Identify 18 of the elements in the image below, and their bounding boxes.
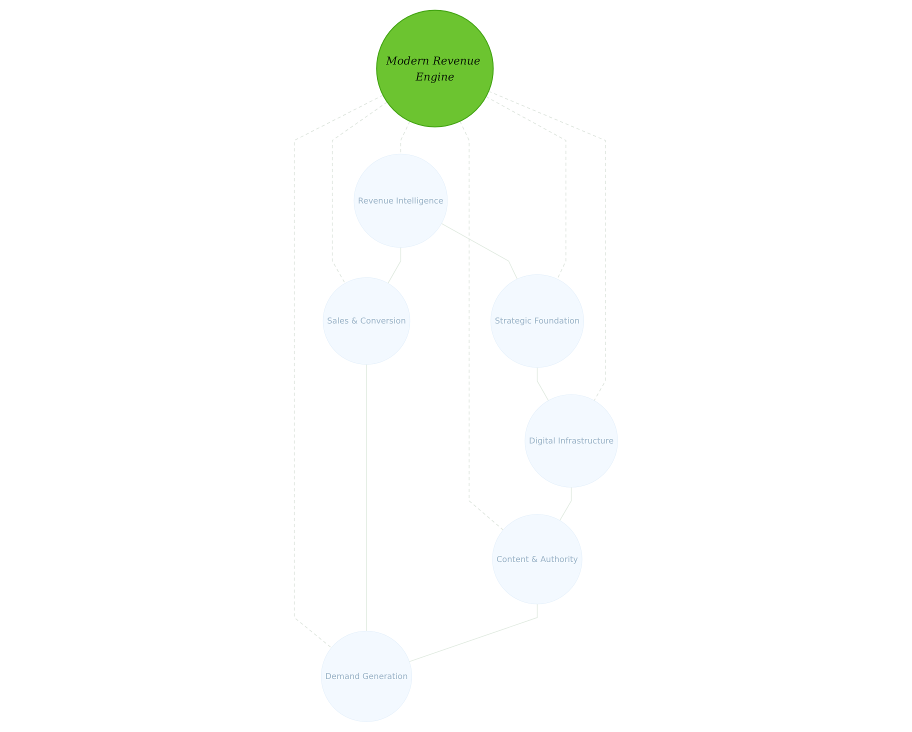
connector [488, 90, 606, 401]
node-circle: Demand Generation [320, 630, 412, 722]
connector [559, 486, 572, 521]
connector [388, 247, 402, 284]
connector [408, 604, 538, 662]
connector [536, 367, 549, 401]
node-circle: Strategic Foundation [490, 274, 584, 368]
connector [294, 94, 384, 648]
node-circle: Modern Revenue Engine [376, 10, 494, 128]
node-circle: Digital Infrastructure [524, 394, 618, 488]
node-circle: Content & Authority [492, 514, 582, 604]
connector [441, 223, 518, 280]
connector [332, 102, 388, 284]
node-circle: Sales & Conversion [322, 277, 410, 365]
node-circle: Revenue Intelligence [354, 154, 448, 248]
connector [486, 96, 566, 280]
connector [460, 120, 504, 530]
connector [400, 120, 410, 154]
